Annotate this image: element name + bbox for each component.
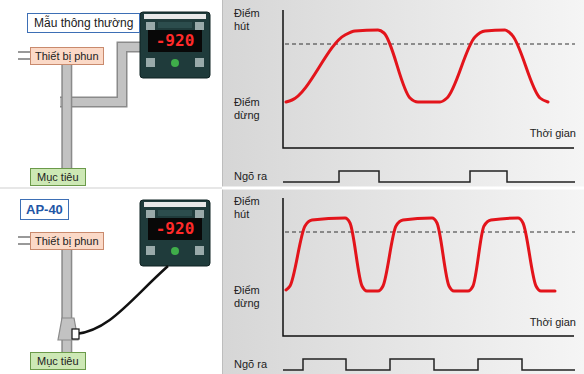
drawing-part [158, 210, 192, 216]
drawing-part [158, 22, 192, 28]
drawing-part [144, 14, 206, 19]
signal-name: Ngõ ra [234, 358, 267, 371]
spray-device-box: Thiết bị phun [30, 47, 104, 65]
drawing-part [195, 22, 204, 30]
pipe [63, 65, 71, 168]
box-text: Thiết bị phun [35, 50, 99, 62]
axis-label: Thời gian [530, 127, 576, 140]
drawing-part [18, 58, 30, 59]
box-text: Mẫu thông thường [34, 16, 133, 30]
sensor-curve [286, 218, 555, 291]
chart-ground [223, 0, 584, 187]
axis-label: Điểm dừng [234, 284, 278, 310]
target-box: Mục tiêu [30, 168, 86, 186]
drawing-part [195, 246, 204, 255]
drawing-part [146, 58, 155, 67]
drawing-part [283, 198, 574, 336]
drawing-part [18, 236, 30, 237]
sensor-curve [286, 30, 548, 102]
display-value: -920 [156, 221, 195, 237]
drawing-part [18, 243, 30, 244]
panel-title: AP-40 [20, 199, 69, 220]
output-signal [283, 171, 575, 370]
drawing-part [148, 218, 202, 240]
box-text: AP-40 [26, 202, 63, 217]
box-text: Thiết bị phun [35, 235, 99, 247]
box-text: Mục tiêu [37, 171, 79, 183]
chart-axis [283, 10, 574, 336]
display-value: -920 [156, 33, 195, 49]
drawing-part [283, 359, 575, 370]
drawing-part [195, 210, 204, 218]
drawing-part [195, 58, 204, 67]
signal-name: Ngõ ra [234, 170, 267, 183]
nozzle [58, 318, 78, 340]
separator [0, 187, 584, 190]
drawing-part [146, 22, 155, 30]
chart-ground [223, 189, 584, 374]
drawing-part [285, 44, 575, 45]
controller [140, 200, 210, 266]
target-box: Mục tiêu [30, 352, 86, 370]
controller [140, 12, 210, 78]
pipe-outline [61, 65, 72, 168]
drawing-part [285, 232, 575, 233]
drawing-part [140, 12, 210, 78]
axis-label: Thời gian [530, 316, 576, 329]
separator [0, 188, 222, 189]
sensor [72, 329, 79, 339]
drawing-part [171, 247, 179, 255]
axis-label: Điểm hút [234, 195, 278, 221]
threshold-line [285, 44, 575, 232]
drawing-part [148, 30, 202, 52]
spray-device-box: Thiết bị phun [30, 232, 104, 250]
panel-title: Mẫu thông thường [27, 13, 140, 33]
drawing-part [18, 51, 30, 52]
drawing-part [283, 171, 575, 182]
drawing-part [144, 202, 206, 207]
drawing-part [140, 200, 210, 266]
drawing-part [171, 59, 179, 67]
axis-label: Điểm hút [234, 7, 278, 33]
signal-curves [286, 30, 555, 291]
axis-label: Điểm dừng [234, 96, 278, 122]
drawing-part [146, 210, 155, 218]
box-text: Mục tiêu [37, 355, 79, 367]
drawing-part [146, 246, 155, 255]
sensor-cable [76, 266, 168, 334]
